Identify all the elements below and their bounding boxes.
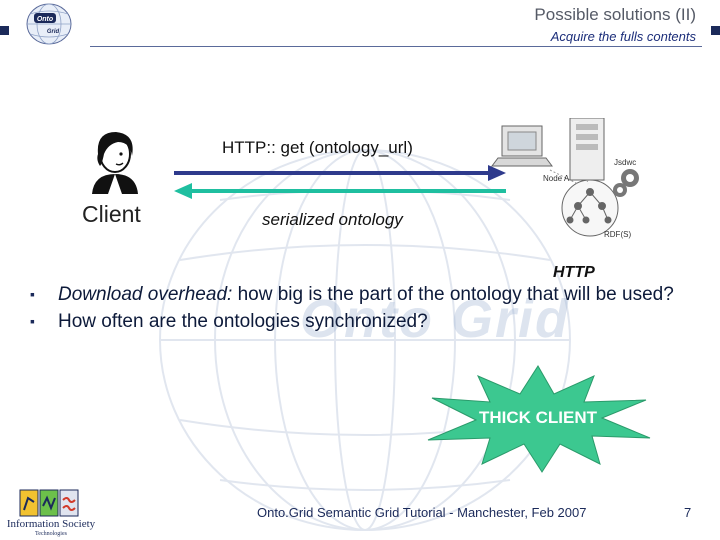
ist-logo-subtext: Technologies (35, 531, 67, 537)
client-label: Client (82, 201, 141, 227)
bullet-item: ▪ How often are the ontologies synchroni… (30, 309, 710, 334)
bullet-marker-icon: ▪ (30, 286, 35, 302)
server-nodes-illustration (491, 118, 639, 237)
corner-square-right (711, 26, 720, 35)
http-arrows (174, 165, 506, 199)
bullet-text: How often are the ontologies synchronize… (58, 311, 428, 332)
slide-subtitle: Acquire the fulls contents (550, 29, 696, 44)
slide-title: Possible solutions (II) (534, 5, 696, 24)
server-icon-b (569, 118, 605, 181)
thick-client-label: THICK CLIENT (478, 408, 598, 427)
server-label-jsdwc: Jsdwc (614, 158, 637, 167)
protocol-label: HTTP (553, 264, 595, 281)
server-label-rdfs: RDF(S) (604, 230, 632, 239)
client-person-icon (92, 132, 138, 194)
footer-text: Onto.Grid Semantic Grid Tutorial - Manch… (257, 505, 587, 520)
request-label: HTTP:: get (ontology_url) (222, 138, 413, 157)
server-icon-a (491, 125, 553, 167)
globe-watermark (159, 149, 571, 531)
svg-text:Onto: Onto (37, 16, 54, 23)
watermark-text: Onto Grid (300, 289, 570, 349)
ist-logo (19, 489, 79, 517)
rdf-tree-icon (561, 179, 619, 237)
request-arrowhead (488, 165, 506, 181)
bullet-item: ▪ Download overhead: how big is the part… (30, 282, 710, 307)
bullet-list: ▪ Download overhead: how big is the part… (30, 282, 710, 336)
thick-client-starburst (427, 365, 651, 473)
ontogrid-logo: Onto Grid (26, 3, 72, 45)
page-number: 7 (684, 505, 692, 520)
header-rule (90, 46, 702, 47)
response-label: serialized ontology (262, 210, 403, 229)
ist-logo-name: Information Society (6, 518, 96, 530)
bullet-emphasis: Download overhead: (58, 284, 233, 305)
response-arrowhead (174, 183, 192, 199)
bullet-text: how big is the part of the ontology that… (232, 284, 674, 305)
bullet-marker-icon: ▪ (30, 313, 35, 329)
server-label-node-a: Node A (543, 174, 570, 183)
svg-text:Grid: Grid (47, 29, 60, 35)
corner-square-left (0, 26, 9, 35)
gear-icon (613, 169, 639, 197)
